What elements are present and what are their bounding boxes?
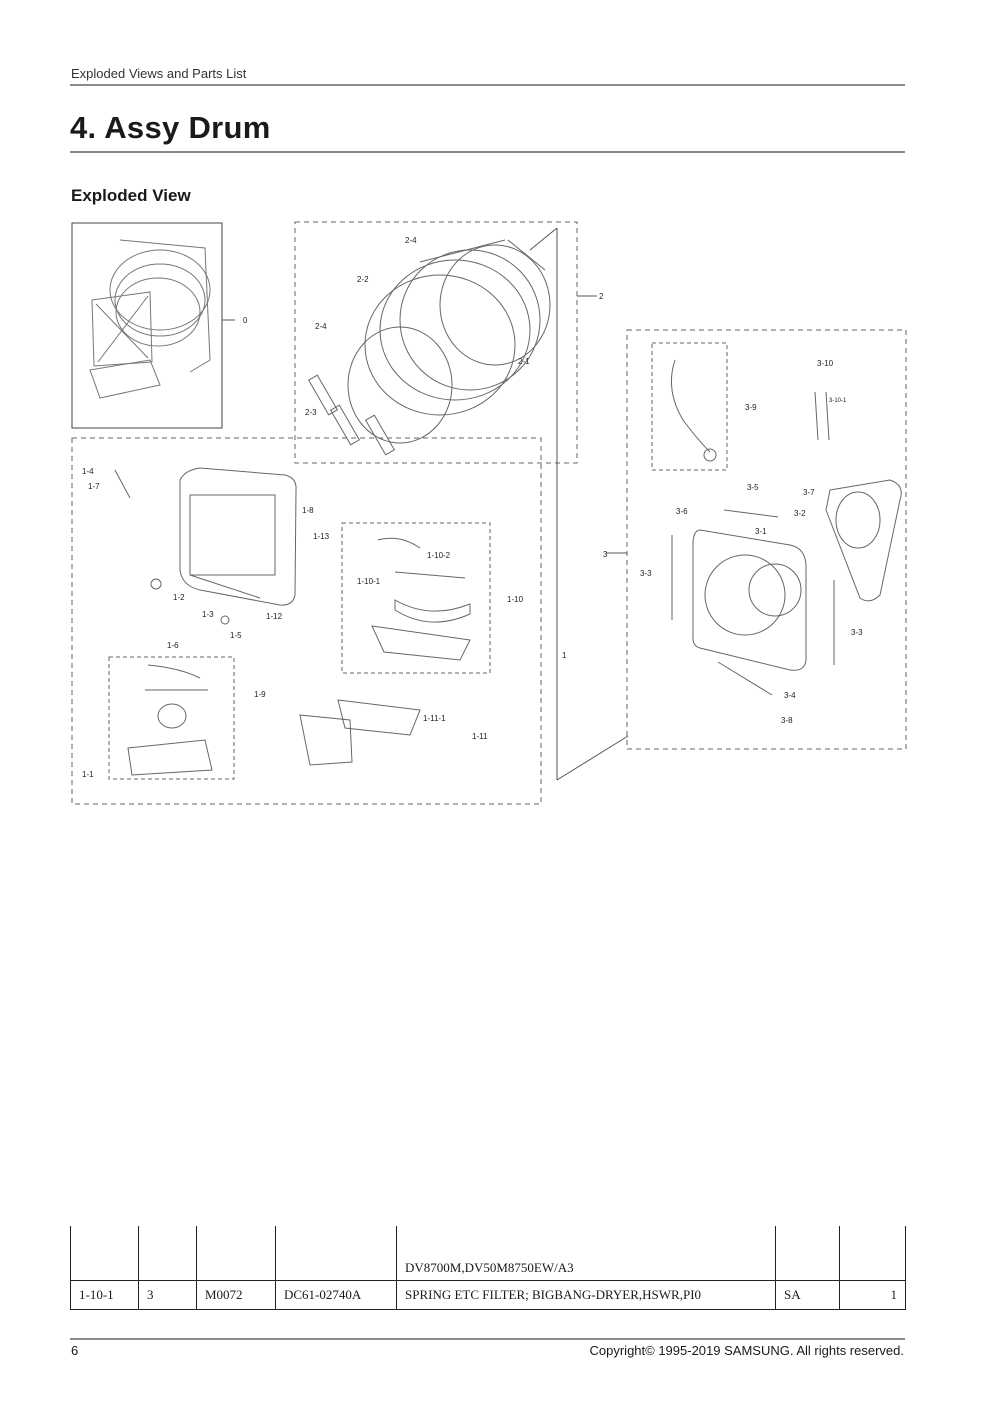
rear-drum-drawing <box>671 391 902 696</box>
callout-1-7: 1-7 <box>88 482 100 491</box>
callout-3-5: 3-5 <box>747 483 759 492</box>
running-header: Exploded Views and Parts List <box>71 66 247 81</box>
status-cell: SA <box>775 1280 840 1310</box>
drum-drawing <box>307 239 551 456</box>
callout-3-10-1: 3-10-1 <box>829 398 847 404</box>
callout-1-12: 1-12 <box>266 612 283 621</box>
callout-3-2: 3-2 <box>794 509 806 518</box>
callout-1-9: 1-9 <box>254 690 266 699</box>
callout-2: 2 <box>599 292 604 301</box>
callout-1-8: 1-8 <box>302 506 314 515</box>
callout-1-6: 1-6 <box>167 641 179 650</box>
callout-2-1: 2-1 <box>518 357 530 366</box>
section-title: Exploded View <box>71 186 191 205</box>
callout-3-3-right: 3-3 <box>851 628 863 637</box>
model-list-cell: DV8700M,DV50M8750EW/A3 <box>396 1226 776 1281</box>
footer-rule <box>70 1338 905 1340</box>
copyright-notice: Copyright© 1995-2019 SAMSUNG. All rights… <box>589 1343 905 1358</box>
parts-table: DV8700M,DV50M8750EW/A3 1-10-1 3 M0072 DC… <box>70 1226 906 1310</box>
group-1-box <box>71 437 542 805</box>
callout-0: 0 <box>243 316 248 325</box>
callout-1: 1 <box>562 651 567 660</box>
group-3-box <box>626 329 907 750</box>
location-cell: 1-10-1 <box>70 1280 139 1310</box>
callout-3-8: 3-8 <box>781 716 793 725</box>
description-cell: SPRING ETC FILTER; BIGBANG-DRYER,HSWR,PI… <box>396 1280 776 1310</box>
front-frame-drawing <box>114 467 297 625</box>
callout-1-11: 1-11 <box>472 732 488 741</box>
callout-1-10-1: 1-10-1 <box>357 577 381 586</box>
page-title: 4. Assy Drum <box>70 110 271 145</box>
group-3-9-box <box>651 342 728 471</box>
table-row: DV8700M,DV50M8750EW/A3 <box>70 1226 906 1281</box>
callout-2-3: 2-3 <box>305 408 317 417</box>
header-rule <box>70 84 905 86</box>
assembly-box <box>71 222 223 429</box>
assembly-drawing <box>89 239 211 399</box>
title-rule <box>70 151 905 153</box>
callout-1-10-2: 1-10-2 <box>427 551 451 560</box>
exploded-view-diagram: 0 1 2 3 1-1 1-2 1-3 1-4 1-5 1-6 1-7 1-8 … <box>71 221 907 805</box>
filter-housing-drawing <box>299 699 421 766</box>
quantity-cell: 1 <box>839 1280 906 1310</box>
part-number-cell: DC61-02740A <box>275 1280 397 1310</box>
table-row: 1-10-1 3 M0072 DC61-02740A SPRING ETC FI… <box>70 1280 906 1310</box>
callout-1-11-1: 1-11-1 <box>423 714 446 723</box>
group-1-9-box <box>108 656 235 780</box>
callout-3: 3 <box>603 550 608 559</box>
callout-2-4-left: 2-4 <box>315 322 327 331</box>
page-number: 6 <box>71 1343 79 1358</box>
callout-1-3: 1-3 <box>202 610 214 619</box>
callout-1-5: 1-5 <box>230 631 242 640</box>
callout-1-13: 1-13 <box>313 532 330 541</box>
callout-2-4-top: 2-4 <box>405 236 417 245</box>
callout-3-9: 3-9 <box>745 403 757 412</box>
callout-1-4: 1-4 <box>82 467 94 476</box>
callout-3-1: 3-1 <box>755 527 767 536</box>
callout-1-1: 1-1 <box>82 770 94 779</box>
group-1-10-box <box>341 522 491 674</box>
callout-2-2: 2-2 <box>357 275 369 284</box>
callout-1-10: 1-10 <box>507 595 524 604</box>
callout-3-6: 3-6 <box>676 507 688 516</box>
callout-3-7: 3-7 <box>803 488 815 497</box>
callout-3-10: 3-10 <box>817 359 834 368</box>
callout-3-3-left: 3-3 <box>640 569 652 578</box>
callout-labels: 0 1 2 3 1-1 1-2 1-3 1-4 1-5 1-6 1-7 1-8 … <box>82 236 863 779</box>
level-cell: 3 <box>138 1280 197 1310</box>
code-cell: M0072 <box>196 1280 276 1310</box>
callout-1-2: 1-2 <box>173 593 185 602</box>
callout-3-4: 3-4 <box>784 691 796 700</box>
